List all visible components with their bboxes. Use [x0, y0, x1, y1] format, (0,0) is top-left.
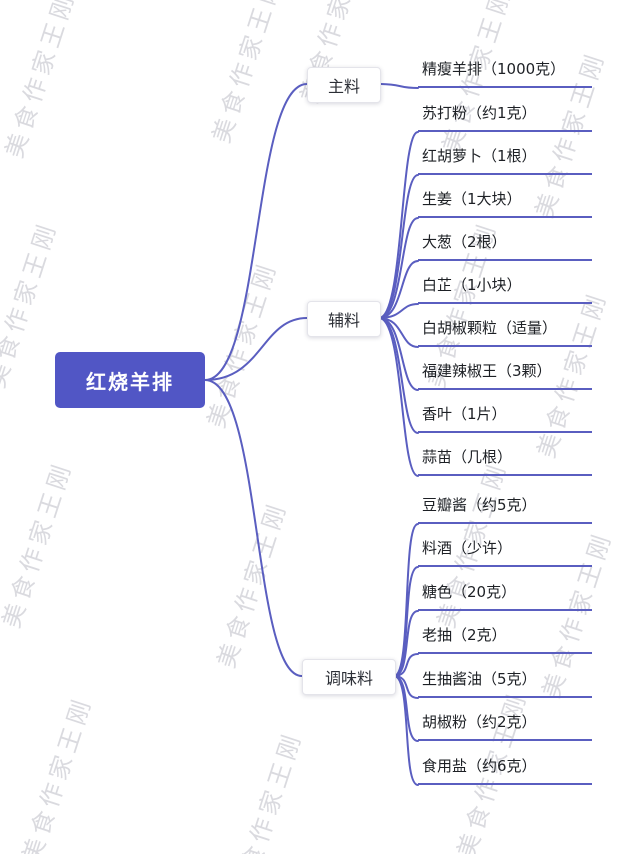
branch-node-main: 主料	[307, 67, 381, 103]
edge-path	[378, 174, 419, 319]
edge-path	[393, 610, 419, 677]
leaf-item: 白芷（1小块）	[418, 275, 592, 304]
root-node: 红烧羊排	[55, 352, 205, 408]
leaf-item: 老抽（2克）	[418, 625, 592, 654]
leaf-item: 豆瓣酱（约5克）	[418, 495, 592, 524]
edge-path	[393, 566, 419, 677]
leaf-item: 食用盐（约6克）	[418, 756, 592, 785]
leaf-item: 料酒（少许）	[418, 538, 592, 567]
leaf-item: 生抽酱油（5克）	[418, 669, 592, 698]
edge-path	[204, 317, 308, 381]
leaf-item: 胡椒粉（约2克）	[418, 712, 592, 741]
edge-path	[204, 83, 308, 381]
leaf-item: 红胡萝卜（1根）	[418, 146, 592, 175]
leaf-item: 生姜（1大块）	[418, 189, 592, 218]
leaf-item: 香叶（1片）	[418, 404, 592, 433]
leaf-item: 精瘦羊排（1000克）	[418, 59, 592, 88]
edge-path	[204, 379, 303, 677]
edge-path	[378, 317, 419, 477]
branch-node-seasoning: 调味料	[302, 659, 396, 695]
leaf-item: 蒜苗（几根）	[418, 447, 592, 476]
leaf-item: 大葱（2根）	[418, 232, 592, 261]
branch-node-auxiliary: 辅料	[307, 301, 381, 337]
leaf-item: 苏打粉（约1克）	[418, 103, 592, 132]
leaf-item: 福建辣椒王（3颗）	[418, 361, 592, 390]
edge-path	[378, 83, 419, 89]
edge-path	[378, 260, 419, 319]
edge-path	[378, 217, 419, 319]
leaf-item: 糖色（20克）	[418, 582, 592, 611]
edge-path	[378, 131, 419, 319]
edge-path	[393, 675, 419, 786]
leaf-item: 白胡椒颗粒（适量）	[418, 318, 592, 347]
